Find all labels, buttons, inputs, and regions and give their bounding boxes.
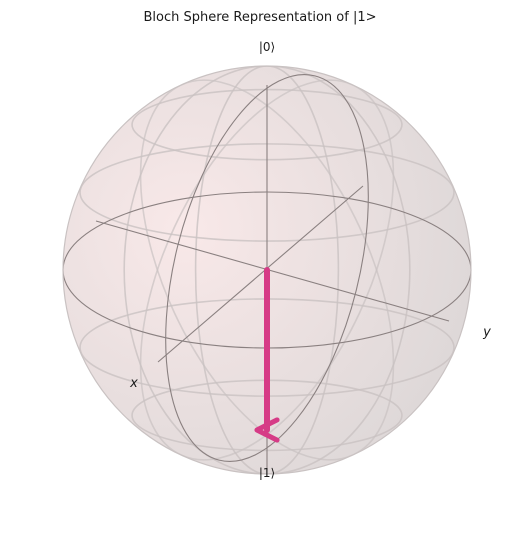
y-axis-line	[95, 220, 450, 322]
sphere-outline	[62, 65, 472, 475]
y-axis-label: y	[482, 325, 491, 340]
longitude-grid-circle	[123, 66, 411, 474]
north-pole-label: |0⟩	[259, 40, 275, 54]
south-pole-label: |1⟩	[259, 466, 275, 480]
meridian-circle	[165, 74, 369, 462]
longitude-grid-circle	[194, 66, 340, 474]
x-axis-line	[157, 185, 364, 363]
x-axis-label: x	[129, 376, 138, 391]
chart-title: Bloch Sphere Representation of |1>	[143, 10, 376, 25]
